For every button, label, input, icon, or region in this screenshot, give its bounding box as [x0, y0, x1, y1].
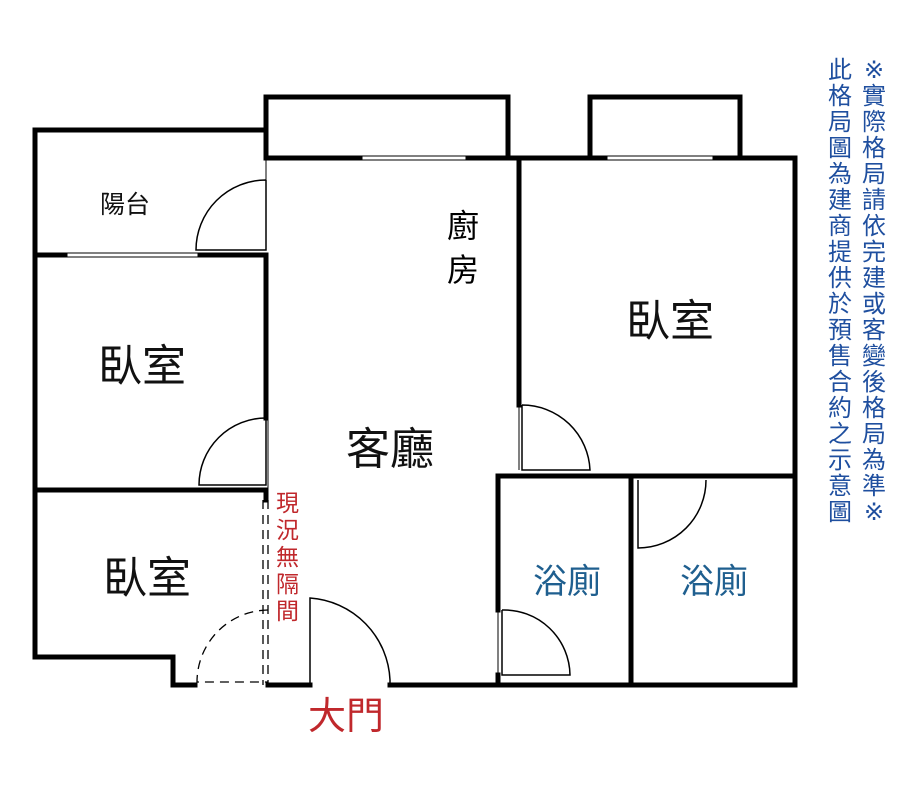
note-char-5: 間 — [276, 599, 299, 625]
disc-r-16: 為 — [862, 446, 886, 474]
door-swing-bedroom-left — [198, 417, 267, 486]
disc-r-14: 格 — [862, 394, 886, 422]
door-swing-main — [309, 597, 391, 685]
top-balcony-right — [587, 94, 743, 161]
disc-r-13: 後 — [862, 368, 886, 396]
disc-r-10: 或 — [862, 290, 886, 318]
note-char-4: 隔 — [276, 572, 299, 598]
bath-right-label: 浴廁 — [680, 562, 748, 602]
disc-l-2: 格 — [828, 82, 852, 110]
disc-r-18: ※ — [863, 498, 885, 526]
disc-l-1: 此 — [828, 56, 852, 84]
disc-l-11: 預 — [828, 316, 852, 344]
disc-r-7: 依 — [862, 212, 886, 240]
disc-l-10: 於 — [828, 290, 852, 318]
note-char-3: 無 — [276, 545, 299, 571]
disc-l-14: 約 — [828, 394, 852, 422]
disc-l-5: 為 — [828, 160, 852, 188]
disc-r-12: 變 — [862, 342, 886, 370]
disc-r-4: 格 — [862, 134, 886, 162]
top-balcony-left — [263, 94, 511, 161]
door-swing-bedroom-bottom — [196, 609, 269, 683]
disc-r-11: 客 — [862, 316, 886, 344]
door-swing-bedroom-right — [521, 404, 591, 471]
disc-r-8: 完 — [862, 238, 886, 266]
door-swing-balcony — [195, 179, 267, 251]
disc-r-5: 局 — [862, 160, 886, 188]
disc-l-13: 合 — [828, 368, 852, 396]
disc-l-17: 意 — [828, 472, 852, 500]
balcony-label: 陽台 — [100, 190, 151, 219]
kitchen-label-char-1: 廚 — [447, 207, 480, 245]
disclaimer-column-right: ※ 實 際 格 局 請 依 完 建 或 客 變 後 格 局 為 準 ※ — [862, 58, 886, 524]
disc-r-2: 實 — [862, 82, 886, 110]
disc-r-17: 準 — [862, 472, 886, 500]
bath-left-label: 浴廁 — [533, 562, 601, 602]
disclaimer-column-left: 此 格 局 圖 為 建 商 提 供 於 預 售 合 約 之 示 意 圖 — [828, 58, 852, 524]
kitchen-label: 廚 房 — [447, 210, 479, 286]
disc-l-9: 供 — [828, 264, 852, 292]
disc-l-7: 商 — [828, 212, 852, 240]
disc-r-3: 際 — [862, 108, 886, 136]
note-char-2: 況 — [276, 518, 299, 544]
bedroom-bottom-label: 臥室 — [103, 553, 191, 604]
bedroom-left-label: 臥室 — [98, 341, 186, 392]
living-room-label: 客廳 — [346, 424, 434, 475]
disc-l-8: 提 — [828, 238, 852, 266]
disc-l-18: 圖 — [828, 498, 852, 526]
disc-r-6: 請 — [862, 186, 886, 214]
bedroom-right-label: 臥室 — [626, 296, 714, 347]
kitchen-label-char-2: 房 — [447, 251, 480, 289]
no-partition-note: 現 況 無 隔 間 — [276, 493, 299, 624]
disc-l-12: 售 — [828, 342, 852, 370]
entrance-label: 大門 — [308, 694, 385, 738]
door-swing-bath-right — [637, 479, 707, 549]
disc-r-9: 建 — [862, 264, 886, 292]
disc-r-15: 局 — [862, 420, 886, 448]
disc-l-6: 建 — [828, 186, 852, 214]
disc-l-15: 之 — [828, 420, 852, 448]
disc-l-16: 示 — [828, 446, 852, 474]
disc-l-3: 局 — [828, 108, 852, 136]
disc-l-4: 圖 — [828, 134, 852, 162]
door-swing-bath-left — [501, 609, 571, 676]
note-char-1: 現 — [276, 491, 299, 517]
disc-r-1: ※ — [863, 56, 885, 84]
